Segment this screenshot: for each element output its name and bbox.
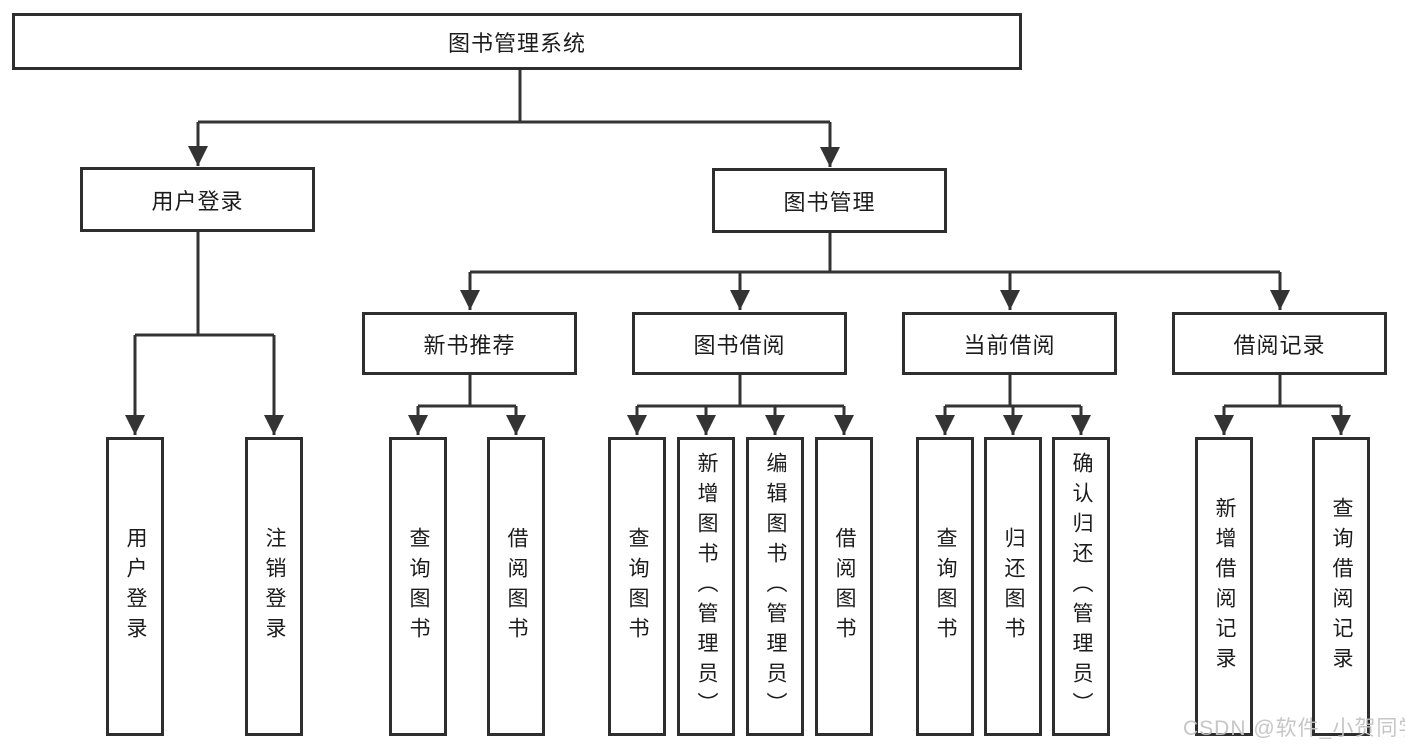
leaf-add-book-admin: 新增图书（管理员） xyxy=(677,437,735,736)
node-book-management: 图书管理 xyxy=(712,168,947,233)
node-borrow-records: 借阅记录 xyxy=(1172,312,1387,375)
leaf-logout-label: 注销登录 xyxy=(263,526,286,647)
connector-borrow-records-split xyxy=(1214,375,1351,435)
leaf-confirm-return-admin: 确认归还（管理员） xyxy=(1052,437,1110,736)
connector-book-management-split xyxy=(460,233,1290,310)
leaf-add-borrow-record: 新增借阅记录 xyxy=(1195,437,1253,736)
node-new-book-recommend-label: 新书推荐 xyxy=(423,332,516,358)
connector-new-book-split xyxy=(408,375,526,435)
leaf-edit-book-admin-label: 编辑图书（管理员） xyxy=(764,451,787,722)
node-library-system-label: 图书管理系统 xyxy=(447,30,586,56)
leaf-query-borrow-record-label: 查询借阅记录 xyxy=(1330,496,1353,677)
node-borrow-records-label: 借阅记录 xyxy=(1233,332,1326,358)
csdn-watermark: CSDN @软件_小贺同学 xyxy=(1183,717,1405,740)
node-book-borrow-label: 图书借阅 xyxy=(693,332,786,358)
node-user-login: 用户登录 xyxy=(80,167,315,232)
leaf-query-books-label: 查询图书 xyxy=(407,526,430,647)
leaf-borrow-books-label: 借阅图书 xyxy=(505,526,528,647)
leaf-borrow-books: 借阅图书 xyxy=(487,437,545,736)
connector-root-split xyxy=(188,70,840,167)
leaf-return-books-label: 归还图书 xyxy=(1002,526,1025,647)
leaf-query-books: 查询图书 xyxy=(608,437,666,736)
node-new-book-recommend: 新书推荐 xyxy=(362,312,577,375)
node-book-management-label: 图书管理 xyxy=(783,189,876,215)
leaf-confirm-return-admin-label: 确认归还（管理员） xyxy=(1070,451,1093,722)
leaf-logout: 注销登录 xyxy=(245,437,303,736)
connector-current-borrow-split xyxy=(935,375,1091,435)
leaf-query-books: 查询图书 xyxy=(916,437,974,736)
node-current-borrow: 当前借阅 xyxy=(902,312,1117,375)
leaf-borrow-books: 借阅图书 xyxy=(815,437,873,736)
node-current-borrow-label: 当前借阅 xyxy=(963,332,1056,358)
leaf-query-books-label: 查询图书 xyxy=(934,526,957,647)
connector-book-borrow-split xyxy=(627,375,854,435)
leaf-query-books: 查询图书 xyxy=(389,437,447,736)
leaf-edit-book-admin: 编辑图书（管理员） xyxy=(746,437,804,736)
leaf-add-book-admin-label: 新增图书（管理员） xyxy=(695,451,718,722)
leaf-query-books-label: 查询图书 xyxy=(626,526,649,647)
node-library-system: 图书管理系统 xyxy=(12,13,1022,70)
leaf-query-borrow-record: 查询借阅记录 xyxy=(1312,437,1370,736)
node-user-login-label: 用户登录 xyxy=(151,188,244,214)
leaf-user-login-label: 用户登录 xyxy=(124,526,147,647)
leaf-add-borrow-record-label: 新增借阅记录 xyxy=(1213,496,1236,677)
leaf-borrow-books-label: 借阅图书 xyxy=(833,526,856,647)
leaf-return-books: 归还图书 xyxy=(984,437,1042,736)
connector-user-login-split xyxy=(125,232,284,435)
leaf-user-login: 用户登录 xyxy=(106,437,164,736)
node-book-borrow: 图书借阅 xyxy=(632,312,847,375)
